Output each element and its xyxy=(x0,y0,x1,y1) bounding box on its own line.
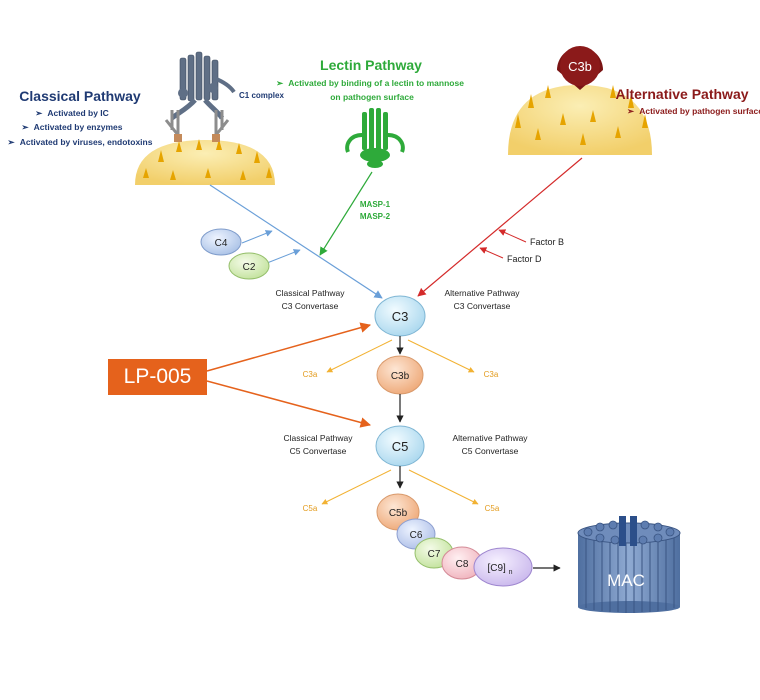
svg-text:➢ Activated by binding o: ➢ Activated by binding of a lectin to ma… xyxy=(276,78,464,88)
c5b-label: C5b xyxy=(389,508,408,519)
alternative-to-c3-arrow xyxy=(417,157,583,297)
lectin-pathway-title: Lectin Pathway xyxy=(320,57,422,73)
c1-complex-label: C1 complex xyxy=(239,91,284,100)
svg-text:➢ Activated by pathogen: ➢ Activated by pathogen surface xyxy=(627,106,760,116)
c3a-left-label: C3a xyxy=(303,370,318,379)
c8-label: C8 xyxy=(456,559,469,570)
svg-text:➢ Activated by enzymes: ➢ Activated by enzymes xyxy=(22,122,123,132)
bullet-marker: ➢ xyxy=(35,108,43,118)
mac-label: MAC xyxy=(607,571,645,590)
c3-label: C3 xyxy=(392,309,409,324)
bullet-marker: ➢ xyxy=(8,137,16,147)
c9-label: [C9] xyxy=(487,563,506,574)
alternative-c3-convertase-line-2: C3 Convertase xyxy=(454,301,511,311)
factor-b-arrow xyxy=(498,229,527,243)
lp-005-label: LP-005 xyxy=(123,365,192,388)
classical-c3-convertase-line-1: Classical Pathway xyxy=(276,288,346,298)
classical-pathway-title: Classical Pathway xyxy=(19,88,141,104)
alternative-c3-convertase-line-1: Alternative Pathway xyxy=(444,288,520,298)
lectin-bullet-1: Activated by binding of a lectin to mann… xyxy=(288,78,464,88)
c4-label: C4 xyxy=(215,238,228,249)
c3a-right-label: C3a xyxy=(484,370,499,379)
c6-label: C6 xyxy=(410,530,423,541)
c5-label: C5 xyxy=(392,439,409,454)
c3-to-c3a-left-arrow xyxy=(326,339,393,373)
classical-bullet-2: Activated by enzymes xyxy=(34,122,123,132)
lectin-bullet-2: on pathogen surface xyxy=(330,92,414,102)
factor-b-label: Factor B xyxy=(530,237,564,247)
c9-node: [C9] n xyxy=(473,547,533,587)
c2-label: C2 xyxy=(243,262,256,273)
mac-icon: MAC xyxy=(577,516,681,613)
alternative-c5-convertase-line-2: C5 Convertase xyxy=(462,446,519,456)
svg-text:[C9] n: [C9] n xyxy=(487,563,512,576)
masp-2-label: MASP-2 xyxy=(360,212,391,221)
c4-node: C4 xyxy=(200,228,242,256)
alternative-pathway-panel: C3b Alternative Pathway ➢ Activated by p… xyxy=(508,46,760,155)
c5-node: C5 xyxy=(375,425,425,467)
c4-arrow xyxy=(241,230,273,244)
lp005-to-c5-arrow xyxy=(206,380,372,428)
c1-complex-icon xyxy=(164,51,236,142)
bullet-marker: ➢ xyxy=(627,106,635,116)
classical-c5-convertase-line-1: Classical Pathway xyxy=(284,433,354,443)
classical-bullet-3: Activated by viruses, endotoxins xyxy=(20,137,153,147)
lp-005-label-box: LP-005 xyxy=(108,359,207,395)
classical-bullet-1: Activated by IC xyxy=(47,108,108,118)
c5a-left-label: C5a xyxy=(303,504,318,513)
c3b-label: C3b xyxy=(391,371,410,382)
alternative-pathogen-surface xyxy=(508,85,652,155)
c5-to-c5a-left-arrow xyxy=(321,469,392,505)
classical-to-c3-arrow xyxy=(209,184,383,299)
c5-to-c5a-right-arrow xyxy=(408,469,479,505)
c3-to-c3a-right-arrow xyxy=(407,339,475,373)
classical-c3-convertase-line-2: C3 Convertase xyxy=(282,301,339,311)
svg-text:➢ Activated by viruses,: ➢ Activated by viruses, endotoxins xyxy=(8,137,153,147)
lp005-to-c3-arrow xyxy=(206,322,372,372)
factor-d-label: Factor D xyxy=(507,254,542,264)
c3b-node: C3b xyxy=(376,355,424,395)
bullet-marker: ➢ xyxy=(276,78,284,88)
alternative-bullet-1: Activated by pathogen surface xyxy=(639,106,760,116)
c9-subscript: n xyxy=(509,569,513,576)
masp-1-label: MASP-1 xyxy=(360,200,391,209)
svg-text:➢ Activated by IC: ➢ Activated by IC xyxy=(35,108,109,118)
c3b-bound-label: C3b xyxy=(568,59,592,74)
lectin-to-c3-arrow xyxy=(319,171,373,256)
classical-c5-convertase-line-2: C5 Convertase xyxy=(290,446,347,456)
c3-node: C3 xyxy=(374,295,426,337)
classical-pathogen-surface xyxy=(135,139,275,185)
lectin-pathway-panel: Lectin Pathway ➢ Activated by binding of… xyxy=(276,57,464,221)
c2-node: C2 xyxy=(228,252,270,280)
bullet-marker: ➢ xyxy=(22,122,30,132)
alternative-c5-convertase-line-1: Alternative Pathway xyxy=(452,433,528,443)
c7-label: C7 xyxy=(428,549,441,560)
mannose-binding-lectin-icon xyxy=(345,108,405,168)
factor-d-arrow xyxy=(479,247,504,259)
c5a-right-label: C5a xyxy=(485,504,500,513)
c3b-bound-icon: C3b xyxy=(557,46,603,90)
classical-pathway-panel: Classical Pathway ➢ Activated by IC ➢ Ac… xyxy=(8,51,284,185)
c8-node: C8 xyxy=(441,546,483,580)
alternative-pathway-title: Alternative Pathway xyxy=(615,86,748,102)
